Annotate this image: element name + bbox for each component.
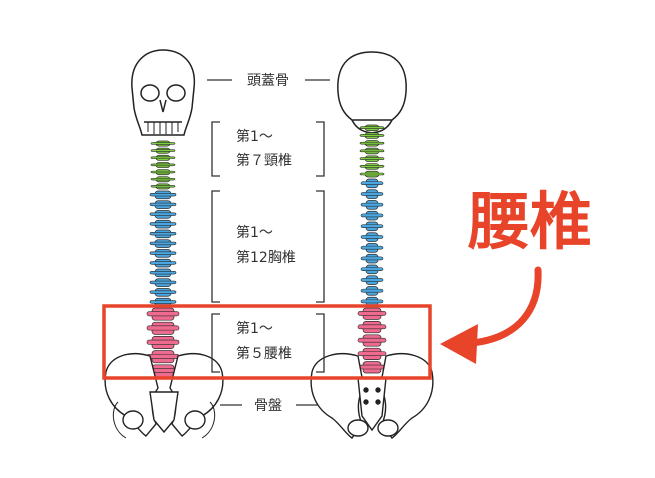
back-view (310, 51, 434, 439)
thoracic-transverse-process (360, 181, 384, 185)
back-skull (337, 51, 407, 134)
cervical-bracket-right (316, 121, 325, 177)
front-view (104, 49, 224, 439)
thoracic-transverse-process (149, 290, 177, 294)
thoracic-transverse-process (149, 261, 177, 265)
cervical-transverse-process (150, 177, 176, 181)
thoracic-transverse-process (360, 299, 384, 304)
cervical-transverse-process (150, 185, 176, 188)
thoracic-transverse-process (360, 192, 384, 196)
lumbar-transverse-process (146, 311, 180, 317)
cervical-transverse-process (359, 134, 385, 137)
lumbar-transverse-process (146, 339, 180, 345)
thoracic-transverse-process (360, 256, 384, 261)
lumbar-label-line1: 第1〜 (236, 320, 273, 337)
lumbar-bracket-right (316, 313, 325, 373)
cervical-label-line1: 第1〜 (236, 128, 273, 145)
thoracic-transverse-process (360, 235, 384, 239)
thoracic-transverse-process (360, 267, 384, 271)
thoracic-transverse-process (360, 224, 384, 228)
lumbar-label-line2: 第５腰椎 (236, 345, 292, 362)
cervical-transverse-process (150, 142, 176, 145)
thoracic-transverse-process (149, 212, 177, 216)
thoracic-transverse-process (149, 251, 177, 255)
thoracic-label-line2: 第12胸椎 (236, 249, 296, 266)
lumbar-transverse-process (146, 353, 180, 359)
cervical-label-line2: 第７頸椎 (236, 152, 292, 169)
thoracic-transverse-process (360, 278, 384, 282)
pelvis-label: 骨盤 (254, 398, 282, 414)
lumbar-highlight-box (102, 304, 432, 380)
thoracic-transverse-process (360, 288, 384, 293)
lumbar-callout-text: 腰椎 (468, 185, 592, 258)
thoracic-transverse-process (360, 213, 384, 218)
thoracic-transverse-process (149, 271, 177, 275)
lumbar-transverse-process (357, 364, 387, 370)
thoracic-bracket-left (211, 190, 220, 303)
front-pelvis (104, 353, 224, 439)
lumbar-bracket-left (211, 313, 220, 373)
thoracic-transverse-process (149, 241, 177, 246)
callout-arrow-curve (468, 266, 542, 347)
thoracic-label-line1: 第1〜 (236, 224, 273, 241)
thoracic-transverse-process (149, 222, 177, 226)
lumbar-transverse-process (357, 351, 387, 356)
skull-label: 頭蓋骨 (247, 73, 289, 89)
cervical-bracket-left (211, 121, 220, 177)
lumbar-transverse-process (357, 324, 387, 330)
cervical-transverse-process (150, 170, 176, 174)
lumbar-transverse-process (357, 337, 387, 343)
cervical-transverse-process (359, 164, 385, 168)
thoracic-transverse-process (360, 245, 384, 250)
cervical-transverse-process (150, 149, 176, 152)
brackets (207, 79, 330, 406)
cervical-transverse-process (150, 156, 176, 159)
lumbar-transverse-process (357, 311, 387, 316)
cervical-transverse-process (359, 126, 385, 130)
cervical-transverse-process (359, 149, 385, 153)
thoracic-transverse-process (360, 202, 384, 207)
thoracic-transverse-process (149, 300, 177, 304)
thoracic-transverse-process (149, 280, 177, 285)
thoracic-transverse-process (149, 193, 177, 197)
thoracic-bracket-right (316, 190, 325, 303)
front-skull (131, 49, 196, 136)
back-pelvis (310, 353, 434, 439)
cervical-transverse-process (150, 163, 176, 167)
callout-arrow-head (440, 324, 478, 364)
thoracic-transverse-process (149, 202, 177, 207)
thoracic-transverse-process (149, 232, 177, 236)
cervical-transverse-process (359, 141, 385, 145)
cervical-transverse-process (359, 157, 385, 160)
cervical-transverse-process (359, 172, 385, 176)
front-vertebral-column (146, 140, 180, 378)
lumbar-transverse-process (146, 325, 180, 331)
back-vertebral-column (357, 124, 387, 374)
